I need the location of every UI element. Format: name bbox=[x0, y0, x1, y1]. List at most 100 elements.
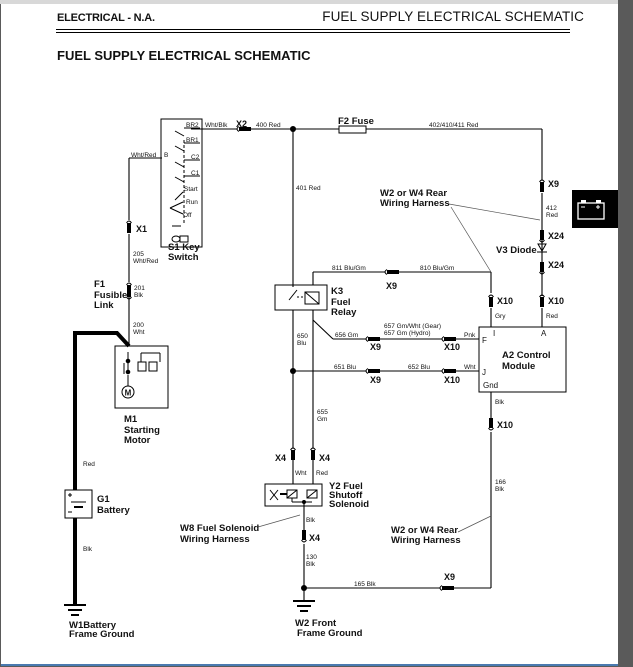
terminal-c2: C2 bbox=[191, 154, 200, 161]
wire-656: 656 Gm bbox=[335, 332, 358, 339]
f1-label-3: Link bbox=[94, 300, 114, 311]
connector-x4-left bbox=[290, 447, 296, 461]
wire-red-y2: Red bbox=[316, 470, 328, 477]
y2-label-1: Y2 Fuel bbox=[329, 481, 363, 492]
wire-401: 401 Red bbox=[296, 185, 321, 192]
ground-symbol-w2 bbox=[292, 600, 316, 612]
wire-gry: Gry bbox=[495, 313, 506, 320]
wire-130-num: 130 bbox=[306, 554, 317, 561]
section-header: ELECTRICAL - N.A. bbox=[57, 12, 155, 24]
wire-red-a: Red bbox=[546, 313, 558, 320]
a2-pin-j: J bbox=[482, 368, 486, 377]
wire-165: 165 Blk bbox=[354, 581, 376, 588]
x4-bottom-label: X4 bbox=[309, 533, 320, 543]
page-title: FUEL SUPPLY ELECTRICAL SCHEMATIC bbox=[57, 48, 311, 63]
battery-icon bbox=[577, 200, 605, 220]
motor-symbol-label: M bbox=[125, 389, 132, 398]
x10-a-label: X10 bbox=[548, 296, 564, 306]
connector-x9-f bbox=[365, 336, 381, 342]
wire-650-num: 650 bbox=[297, 333, 308, 340]
w1-label-1: W1Battery bbox=[69, 620, 117, 631]
wire-412-num: 412 bbox=[546, 205, 557, 212]
x9-relay-label: X9 bbox=[386, 281, 397, 291]
wires bbox=[128, 128, 543, 600]
s1-label-1: S1 Key bbox=[168, 242, 200, 253]
wire-657-gear: 657 Gm/Wht (Gear) bbox=[384, 323, 441, 330]
fuel-supply-schematic: M bbox=[63, 116, 567, 640]
x10-f-label: X10 bbox=[444, 342, 460, 352]
wire-205-color: Wht/Red bbox=[133, 258, 159, 265]
terminal-off: Off bbox=[183, 212, 192, 219]
x4-right-label: X4 bbox=[319, 453, 330, 463]
x10-i-label: X10 bbox=[497, 296, 513, 306]
wire-blk-y2: Blk bbox=[306, 517, 316, 524]
f1-label-2: Fusible bbox=[94, 290, 127, 301]
g1-label-2: Battery bbox=[97, 505, 130, 516]
x1-label: X1 bbox=[136, 224, 147, 234]
w2w4-bottom-label-1: W2 or W4 Rear bbox=[391, 525, 458, 536]
window-top-edge bbox=[0, 0, 633, 4]
f2-label: F2 Fuse bbox=[338, 116, 374, 127]
wire-810: 810 Blu/Gm bbox=[420, 265, 454, 272]
wire-166-color: Blk bbox=[495, 486, 505, 493]
a2-pin-i: I bbox=[493, 329, 495, 338]
wire-200-num: 200 bbox=[133, 322, 144, 329]
terminal-run: Run bbox=[186, 199, 198, 206]
header-rule-2 bbox=[56, 32, 570, 33]
battery-g1-symbol bbox=[64, 489, 93, 519]
terminal-c1: C1 bbox=[191, 170, 200, 177]
wire-wht-y2: Wht bbox=[295, 470, 307, 477]
w2-front-label-2: Frame Ground bbox=[297, 628, 363, 639]
w2-front-label-1: W2 Front bbox=[295, 618, 337, 629]
ground-symbol-w1 bbox=[63, 604, 87, 616]
wire-166-num: 166 bbox=[495, 479, 506, 486]
s1-label-2: Switch bbox=[168, 252, 199, 263]
m1-label-1: M1 bbox=[124, 414, 138, 425]
m1-label-3: Motor bbox=[124, 435, 151, 446]
f1-label-1: F1 bbox=[94, 279, 106, 290]
x24-top-label: X24 bbox=[548, 231, 564, 241]
x9-bottom-label: X9 bbox=[444, 572, 455, 582]
scrollbar[interactable] bbox=[618, 0, 633, 667]
junctions bbox=[290, 126, 307, 591]
w1-label-2: Frame Ground bbox=[69, 629, 135, 640]
connector-x10-j bbox=[441, 368, 457, 374]
k3-label-1: K3 bbox=[331, 286, 343, 297]
connector-x1 bbox=[126, 220, 132, 234]
connector-x9-j bbox=[365, 368, 381, 374]
connector-x10-i bbox=[488, 294, 494, 308]
wire-655-color: Gm bbox=[317, 416, 327, 423]
y2-label-2: Shutoff bbox=[329, 490, 363, 501]
terminal-b: B bbox=[164, 152, 168, 159]
a2-pin-gnd: Gnd bbox=[483, 381, 498, 390]
terminal-start: Start bbox=[184, 186, 198, 193]
fuse-f2-symbol bbox=[338, 125, 367, 134]
connector-x9-relay bbox=[384, 269, 400, 275]
starting-motor-m1-symbol bbox=[114, 345, 169, 409]
x9-f-label: X9 bbox=[370, 342, 381, 352]
wire-red-battery: Red bbox=[83, 461, 95, 468]
m1-label-2: Starting bbox=[124, 425, 160, 436]
connector-x4-right bbox=[310, 447, 316, 461]
connector-x4-bottom bbox=[301, 529, 307, 543]
wire-205-num: 205 bbox=[133, 251, 144, 258]
section-tab[interactable] bbox=[572, 190, 618, 228]
x2-label: X2 bbox=[236, 119, 247, 129]
connector-x10-a bbox=[539, 294, 545, 308]
a2-pin-a: A bbox=[541, 329, 547, 338]
wire-wht-j: Wht bbox=[464, 364, 476, 371]
v3-label: V3 Diode bbox=[496, 245, 537, 256]
a2-label-1: A2 Control bbox=[502, 350, 551, 361]
terminal-br1: BR1 bbox=[186, 137, 199, 144]
battery-cable bbox=[73, 331, 131, 604]
a2-pin-f: F bbox=[482, 336, 487, 345]
w2w4-top-label-1: W2 or W4 Rear bbox=[380, 188, 447, 199]
control-module-a2-symbol bbox=[478, 326, 567, 393]
wire-130-color: Blk bbox=[306, 561, 316, 568]
connector-x9-bottom bbox=[439, 585, 455, 591]
fuel-solenoid-y2-symbol bbox=[264, 483, 323, 507]
leader-lines bbox=[257, 203, 541, 533]
wire-651: 651 Blu bbox=[334, 364, 356, 371]
terminal-br2: BR2 bbox=[186, 122, 199, 129]
wire-blk-gnd: Blk bbox=[495, 399, 505, 406]
